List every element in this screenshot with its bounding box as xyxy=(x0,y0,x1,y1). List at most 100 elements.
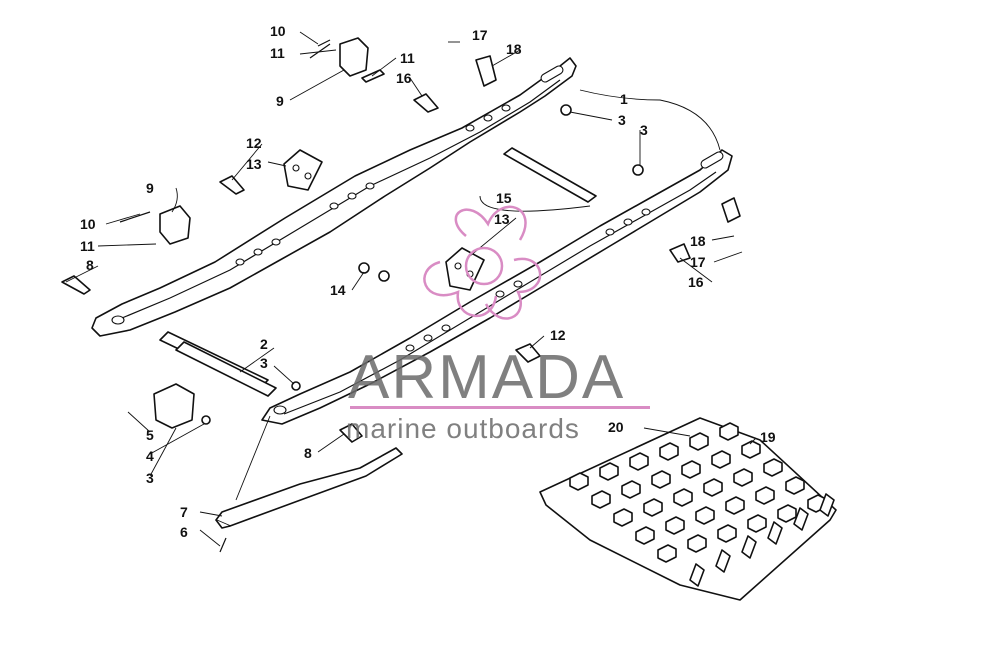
pin-11 xyxy=(361,69,385,83)
nut-14-a xyxy=(358,262,370,274)
callout-label: 17 xyxy=(472,27,488,43)
track-lug xyxy=(635,526,655,545)
pin-10-upper xyxy=(309,43,331,59)
watermark-rule xyxy=(350,406,650,409)
callout-label: 12 xyxy=(246,135,262,151)
callout-label: 8 xyxy=(304,445,312,461)
track xyxy=(539,417,837,601)
callout-label: 3 xyxy=(146,470,154,486)
callout-labels: 1 2 3 3 3 3 4 5 6 7 8 8 9 9 10 10 11 11 … xyxy=(80,23,776,540)
track-tooth xyxy=(741,535,757,559)
bracket-plate-left xyxy=(283,149,323,191)
bolt-16-upper xyxy=(413,93,439,113)
track-tooth xyxy=(793,507,809,531)
track-lug xyxy=(703,478,723,497)
track-lug xyxy=(569,472,589,491)
track-lug xyxy=(613,508,633,527)
track-lug xyxy=(599,462,619,481)
callout-label: 18 xyxy=(506,41,522,57)
track-lug xyxy=(711,450,731,469)
callout-label: 9 xyxy=(276,93,284,109)
callout-label: 8 xyxy=(86,257,94,273)
track-lug xyxy=(681,460,701,479)
track-lug xyxy=(747,514,767,533)
nut-3-a xyxy=(560,104,572,116)
track-lug xyxy=(643,498,663,517)
callout-label: 4 xyxy=(146,448,154,464)
track-lug xyxy=(621,480,641,499)
track-lug xyxy=(687,534,707,553)
track-lug xyxy=(733,468,753,487)
callout-label: 12 xyxy=(550,327,566,343)
callout-label: 10 xyxy=(80,216,96,232)
callout-label: 3 xyxy=(640,122,648,138)
bumper-block-upper xyxy=(317,37,369,77)
watermark-brand: ARMADA xyxy=(348,343,625,412)
callout-label: 18 xyxy=(690,233,706,249)
bracket-18-upper xyxy=(475,55,497,87)
callout-label: 16 xyxy=(688,274,704,290)
track-tooth xyxy=(767,521,783,545)
wear-strip xyxy=(215,447,403,553)
watermark-logo-mark xyxy=(423,205,542,320)
rail-right xyxy=(261,149,733,425)
bolt-12-upper xyxy=(219,175,245,195)
callout-label: 20 xyxy=(608,419,624,435)
callout-label: 13 xyxy=(246,156,262,172)
track-lug xyxy=(725,496,745,515)
track-lug xyxy=(689,432,709,451)
callout-label: 9 xyxy=(146,180,154,196)
track-lug xyxy=(763,458,783,477)
callout-label: 14 xyxy=(330,282,346,298)
nut-3-b xyxy=(632,164,644,176)
track-lug xyxy=(741,440,761,459)
callout-label: 7 xyxy=(180,504,188,520)
track-lug xyxy=(591,490,611,509)
callout-label: 10 xyxy=(270,23,286,39)
callout-label: 11 xyxy=(270,45,285,61)
callout-label: 19 xyxy=(760,429,776,445)
track-lug xyxy=(673,488,693,507)
bolt-8-lower xyxy=(339,423,363,443)
cross-shaft-rear xyxy=(503,147,597,203)
bumper-block-lower xyxy=(159,205,191,245)
callout-label: 17 xyxy=(690,254,706,270)
bolt-12-lower xyxy=(515,343,541,363)
track-lug xyxy=(665,516,685,535)
callout-label: 3 xyxy=(618,112,626,128)
track-lug xyxy=(719,422,739,441)
bolt-16-lower xyxy=(669,243,691,263)
track-lug xyxy=(651,470,671,489)
callout-label: 2 xyxy=(260,336,268,352)
bracket-18-lower xyxy=(721,197,741,223)
callout-label: 13 xyxy=(494,211,510,227)
callout-label: 15 xyxy=(496,190,512,206)
track-lug xyxy=(657,544,677,563)
track-lug xyxy=(629,452,649,471)
callout-label: 16 xyxy=(396,70,412,86)
nut-3-d xyxy=(201,415,211,425)
callout-label: 11 xyxy=(80,238,95,254)
wear-pad xyxy=(153,383,195,429)
callout-label: 6 xyxy=(180,524,188,540)
callout-label: 5 xyxy=(146,427,154,443)
bolt-8-upper xyxy=(61,275,91,295)
track-lug xyxy=(717,524,737,543)
track-tooth xyxy=(689,563,705,587)
callout-label: 1 xyxy=(620,91,628,107)
track-lug xyxy=(755,486,775,505)
track-lug xyxy=(785,476,805,495)
rail-left xyxy=(91,57,577,337)
track-lug xyxy=(695,506,715,525)
cross-shaft-front xyxy=(159,331,277,397)
callout-label: 11 xyxy=(400,50,415,66)
watermark-tagline: marine outboards xyxy=(346,413,580,444)
nut-14-b xyxy=(378,270,390,282)
callout-label: 3 xyxy=(260,355,268,371)
track-lug xyxy=(659,442,679,461)
watermark: ARMADA marine outboards xyxy=(346,205,650,444)
leader-lines xyxy=(65,31,757,547)
pin-10-lower xyxy=(119,211,151,223)
track-tooth xyxy=(819,493,835,517)
